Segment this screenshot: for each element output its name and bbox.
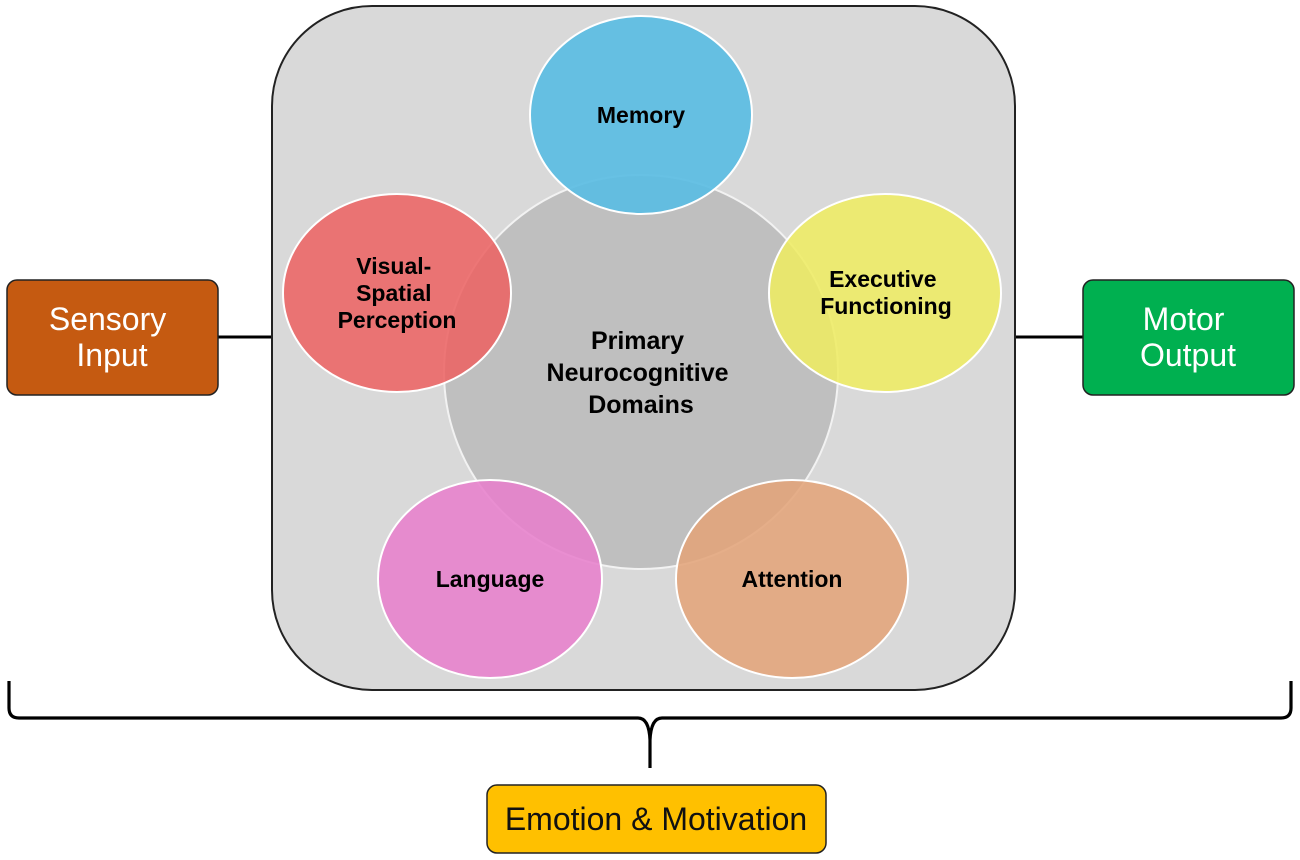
visual-spatial-perception-label: Visual- Spatial Perception <box>338 253 457 333</box>
visual-label-line-2: Spatial <box>356 280 431 306</box>
motor-output-line-1: Motor <box>1143 301 1225 337</box>
motor-output-label: Motor Output <box>1140 301 1236 373</box>
bracket-brace <box>7 681 1293 768</box>
language-ellipse[interactable] <box>377 479 603 679</box>
memory-ellipse[interactable] <box>529 15 753 215</box>
sensory-input-label: Sensory Input <box>49 301 175 373</box>
central-title-line-1: Primary <box>591 327 684 355</box>
emotion-motivation-label: Emotion & Motivation <box>505 801 807 837</box>
visual-label-line-3: Perception <box>338 307 457 333</box>
sensory-input-line-2: Input <box>76 337 147 373</box>
central-title: Primary Neurocognitive Domains <box>547 327 736 419</box>
executive-functioning-ellipse[interactable] <box>768 193 1002 393</box>
visual-spatial-perception-ellipse[interactable] <box>282 193 512 393</box>
attention-label: Attention <box>742 566 843 592</box>
executive-label-line-2: Functioning <box>820 293 952 319</box>
attention-ellipse[interactable] <box>675 479 909 679</box>
emotion-motivation-box[interactable]: Emotion & Motivation <box>486 784 827 854</box>
language-label: Language <box>436 566 545 592</box>
memory-label-line-1: Memory <box>597 102 685 128</box>
sensory-input-box[interactable]: Sensory Input <box>6 279 219 396</box>
executive-functioning-label: Executive Functioning <box>820 266 952 319</box>
motor-output-line-2: Output <box>1140 337 1236 373</box>
motor-output-box[interactable]: Motor Output <box>1082 279 1295 396</box>
sensory-input-line-1: Sensory <box>49 301 166 337</box>
attention-label-line-1: Attention <box>742 566 843 592</box>
language-label-line-1: Language <box>436 566 545 592</box>
central-title-line-2: Neurocognitive <box>547 359 729 387</box>
visual-label-line-1: Visual- <box>356 253 431 279</box>
executive-label-line-1: Executive <box>829 266 936 292</box>
memory-label: Memory <box>597 102 685 128</box>
central-title-line-3: Domains <box>588 391 694 419</box>
